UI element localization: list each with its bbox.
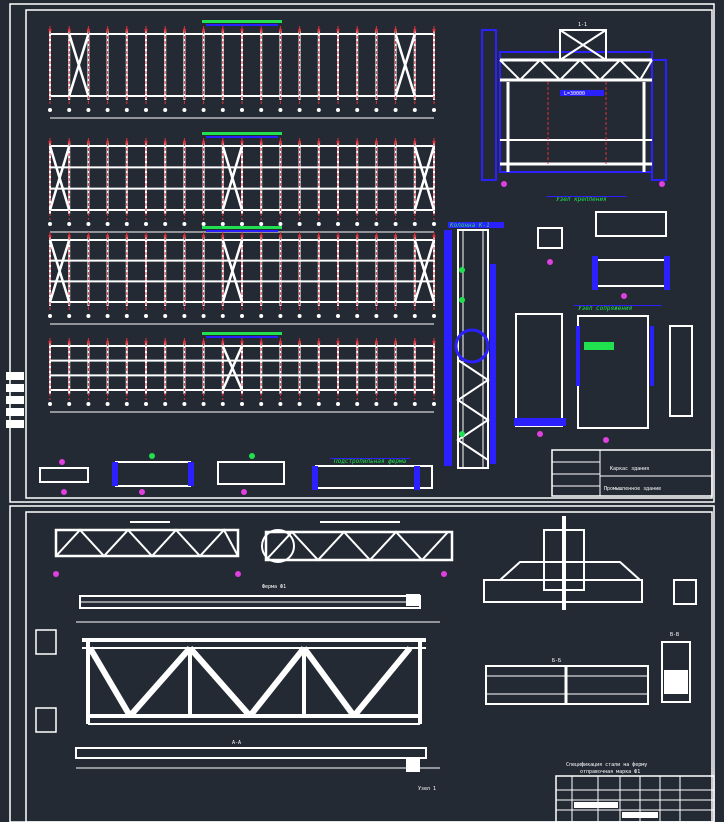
section-c-label: В-В [670, 632, 679, 638]
node-detail-label: Узел 1 [418, 786, 436, 792]
bracing-plan-3 [48, 226, 436, 325]
sheet-1-inner-frame [25, 9, 713, 499]
section-b-label: Б-Б [552, 658, 561, 664]
bracing-plan-top [48, 20, 436, 119]
detail-title-1: Узел крепления [556, 196, 607, 203]
binding-tabs [6, 372, 24, 428]
column-title: Колонна К-1 [449, 222, 490, 229]
bottom-details: Подстропильная ферма [39, 453, 433, 495]
detail-title-2: Узел сопряжения [578, 305, 633, 312]
frame-dim-label: L=30000 [564, 91, 585, 97]
truss-small-1 [53, 521, 241, 577]
sheet-1-frame [9, 3, 715, 503]
column-detail: Колонна К-1 [444, 222, 504, 469]
section-label: 1-1 [578, 22, 587, 28]
section-a-label: А-А [232, 740, 241, 746]
bracing-plan-2 [48, 132, 436, 233]
main-truss: Ферма Ф1 А-А [35, 584, 440, 772]
title-block-1: Каркас здания Промышленное здание [551, 449, 713, 497]
spec-subtitle: отправочная марка Ф1 [580, 769, 640, 775]
wall-elevation [48, 332, 436, 413]
frame-section: L=30000 1-1 [481, 22, 667, 187]
truss-small-2 [261, 521, 454, 577]
truss-title: Ферма Ф1 [262, 584, 286, 590]
node-details: Узел крепления Узел сопряжения [514, 196, 693, 443]
section-details-right: Б-Б В-В Узел 1 [418, 516, 697, 792]
sheet-2-frame [9, 505, 715, 822]
spec-table: Спецификация стали на ферму отправочная … [555, 762, 715, 822]
spec-title: Спецификация стали на ферму [566, 762, 647, 768]
bottom-title: Подстропильная ферма [333, 458, 407, 465]
stamp-title: Каркас здания [610, 466, 649, 472]
stamp-subtitle: Промышленное здание [604, 486, 661, 492]
sheet-2-inner-frame [25, 511, 713, 822]
